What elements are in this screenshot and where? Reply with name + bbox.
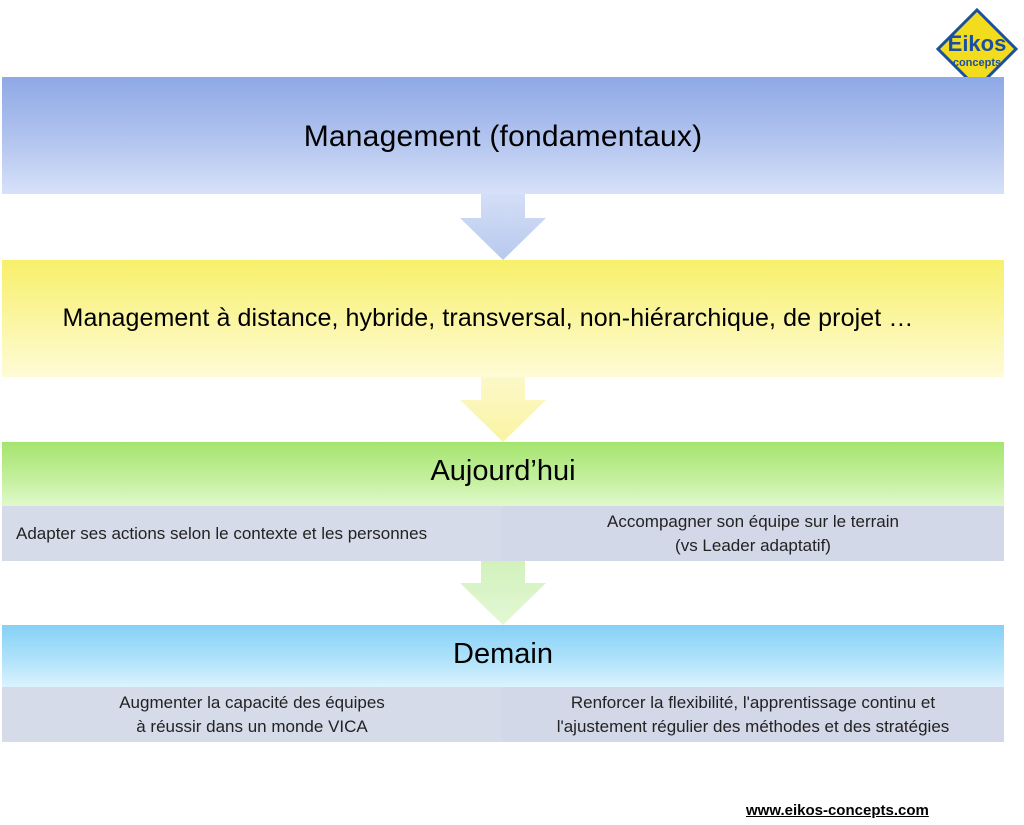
block-demain: Demain (2, 625, 1004, 687)
item-text-line: l'ajustement régulier des méthodes et de… (556, 716, 950, 736)
down-arrow-3 (460, 561, 546, 625)
block-management-types: Management à distance, hybride, transver… (2, 260, 1004, 377)
aujourdhui-item-1: Adapter ses actions selon le contexte et… (2, 506, 502, 561)
demain-item-2: Renforcer la flexibilité, l'apprentissag… (502, 687, 1004, 742)
item-text-line: Adapter ses actions selon le contexte et… (16, 523, 428, 543)
website-link[interactable]: www.eikos-concepts.com (746, 802, 929, 819)
block-aujourdhui: Aujourd’hui (2, 442, 1004, 506)
item-text-line: Accompagner son équipe sur le terrain (607, 511, 899, 531)
down-arrow-2 (460, 377, 546, 442)
item-text-line: à réussir dans un monde VICA (136, 716, 368, 736)
block-management-fondamentaux: Management (fondamentaux) (2, 77, 1004, 194)
down-arrow-1 (460, 194, 546, 260)
logo-text-line2: concepts (953, 57, 1001, 69)
item-text-line: Renforcer la flexibilité, l'apprentissag… (570, 692, 936, 712)
aujourdhui-item-2: Accompagner son équipe sur le terrain (v… (502, 506, 1004, 561)
logo-text-line1: Eikos (948, 31, 1007, 56)
block-title: Demain (453, 637, 553, 670)
demain-item-1: Augmenter la capacité des équipes à réus… (2, 687, 502, 742)
item-text-line: (vs Leader adaptatif) (675, 535, 831, 555)
block-title: Management (fondamentaux) (303, 119, 703, 153)
block-title: Aujourd’hui (430, 454, 576, 487)
block-title: Management à distance, hybride, transver… (62, 304, 914, 332)
item-text-line: Augmenter la capacité des équipes (119, 692, 385, 712)
